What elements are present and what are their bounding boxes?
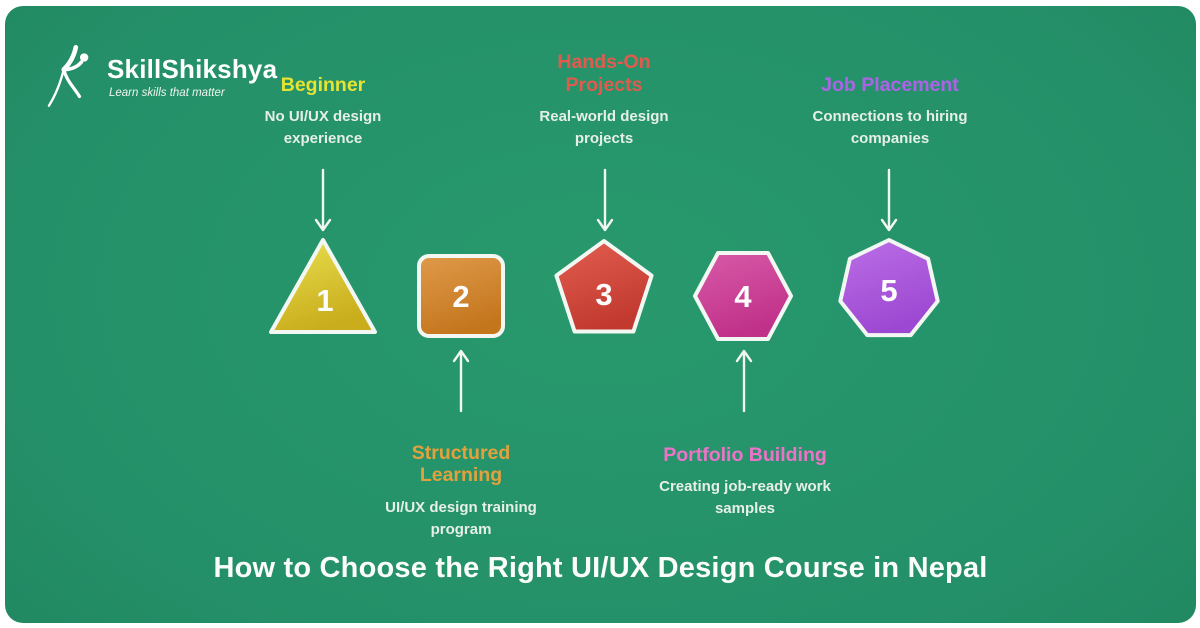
step4-title: Portfolio Building	[663, 444, 827, 466]
step4-number: 4	[734, 279, 752, 314]
step2-number: 2	[452, 279, 469, 314]
brand-tagline: Learn skills that matter	[109, 86, 225, 99]
brand-text: SkillShikshya Learn skills that matter	[107, 55, 277, 99]
step3-number: 3	[595, 277, 612, 312]
step2-label-block: Structured Learning UI/UX design trainin…	[376, 442, 546, 540]
step4-label-block: Portfolio Building Creating job-ready wo…	[650, 444, 840, 520]
down-arrow-step5	[880, 168, 898, 234]
step1-triangle-shape: 1	[267, 234, 379, 338]
up-arrow-step4	[735, 347, 753, 413]
step3-title: Hands-On Projects	[557, 51, 651, 96]
step1-number: 1	[316, 283, 333, 318]
step5-number: 5	[880, 273, 897, 308]
down-arrow-step3	[596, 168, 614, 234]
step3-description: Real-world design projects	[539, 108, 669, 147]
step3-pentagon-shape: 3	[552, 237, 656, 337]
step5-description: Connections to hiring companies	[812, 108, 968, 147]
step1-description: No UI/UX design experience	[264, 108, 382, 147]
step5-heptagon-shape: 5	[836, 235, 942, 341]
step2-description: UI/UX design training program	[385, 498, 537, 538]
step2-square-shape: 2	[416, 253, 506, 339]
dancer-logo-icon	[47, 44, 89, 107]
step1-label-block: Beginner No UI/UX design experience	[243, 44, 403, 150]
up-arrow-step2	[452, 347, 470, 413]
step5-title: Job Placement	[821, 73, 959, 96]
brand-logo: SkillShikshya Learn skills that matter	[47, 42, 277, 112]
step4-description: Creating job-ready work samples	[659, 478, 831, 518]
brand-name: SkillShikshya	[107, 54, 278, 85]
step1-title: Beginner	[280, 73, 366, 96]
page-title: How to Choose the Right UI/UX Design Cou…	[213, 552, 988, 584]
green-board: SkillShikshya Learn skills that matter B…	[5, 6, 1196, 623]
step4-hexagon-shape: 4	[690, 248, 796, 344]
step5-label-block: Job Placement Connections to hiring comp…	[801, 44, 979, 150]
down-arrow-step1	[314, 168, 332, 234]
step3-label-block: Hands-On Projects Real-world design proj…	[523, 44, 685, 150]
step2-title: Structured Learning	[411, 442, 511, 487]
